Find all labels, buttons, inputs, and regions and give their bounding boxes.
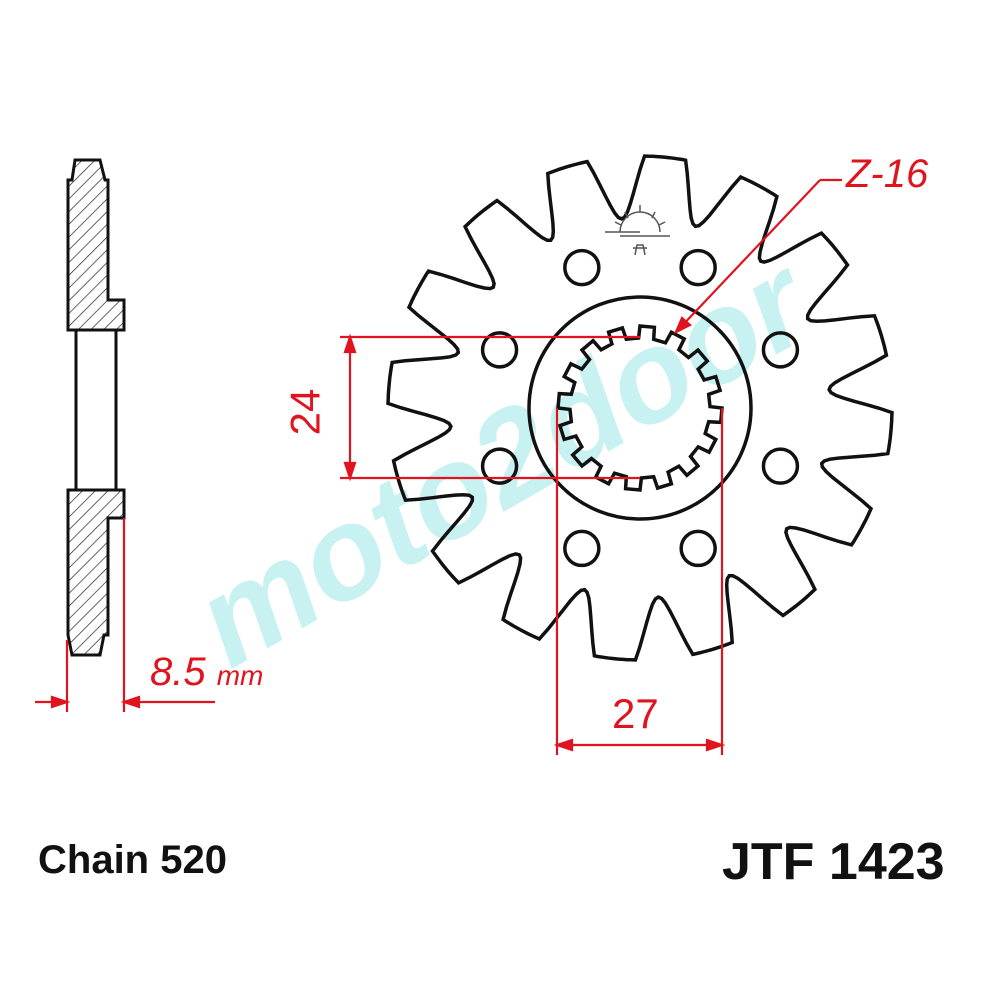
thickness-value: 8.5 xyxy=(150,650,206,694)
bolt-hole xyxy=(761,331,800,369)
sprocket-outline xyxy=(386,154,894,662)
spline-bore xyxy=(556,324,724,492)
bolt-hole xyxy=(480,331,519,369)
bolt-hole xyxy=(679,529,717,568)
thickness-label: 8.5 mm xyxy=(150,650,263,695)
spline-dimension-label: 24 xyxy=(281,388,329,436)
side-view xyxy=(66,158,126,657)
bolt-hole xyxy=(563,529,601,568)
bolt-holes xyxy=(480,248,800,568)
teeth-count-label: Z-16 xyxy=(846,152,929,196)
bolt-hole xyxy=(563,248,601,287)
part-number: JTF 1423 xyxy=(722,833,945,891)
hub-circle xyxy=(527,295,753,521)
bolt-hole xyxy=(679,248,717,287)
chain-label: Chain 520 xyxy=(38,838,227,882)
side-upper xyxy=(66,158,126,332)
side-lower xyxy=(66,488,126,657)
bolt-hole xyxy=(761,447,800,485)
dimension-lines xyxy=(35,178,842,755)
thickness-unit: mm xyxy=(216,660,264,691)
brand-logo xyxy=(605,205,670,256)
side-bore xyxy=(74,328,118,492)
hub-dimension-label: 27 xyxy=(612,690,659,737)
bolt-hole xyxy=(480,447,519,485)
